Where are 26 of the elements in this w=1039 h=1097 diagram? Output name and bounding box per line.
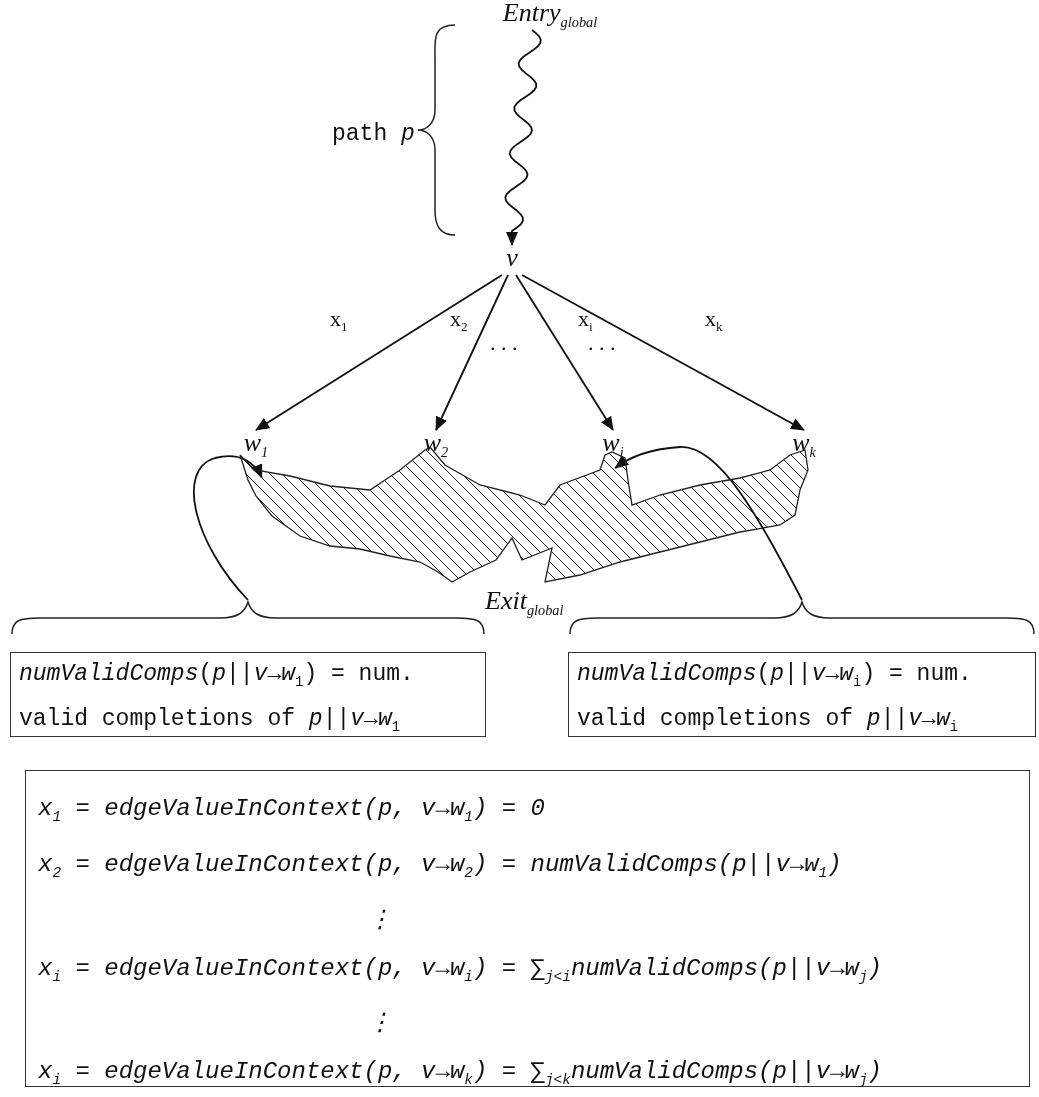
wavy-arrow	[504, 29, 542, 246]
equation-box	[25, 770, 1030, 1087]
ellipsis: ⋮	[368, 906, 392, 934]
arrow	[515, 274, 614, 431]
arrow	[435, 274, 509, 431]
equation: x$_{2}$ = edgeValueInContext(p, v→w$_{2}$) = numValidComps(p||v→w$_{1}$)	[38, 850, 842, 878]
arrow	[521, 274, 805, 431]
vertex-label: w$_{2}$	[420, 430, 452, 460]
vertex-label: w$_{k}$	[788, 430, 820, 460]
edge-label: x$_{1}$	[330, 306, 348, 336]
ellipsis: ⋮	[368, 1010, 392, 1038]
equation: x$_{1}$ = edgeValueInContext(p, v→w$_{1}$) = 0	[38, 795, 545, 822]
entry-label: Entry$_{global}$	[495, 0, 605, 30]
definition-text: numValidComps(p||v→w$_{i}$) = num. valid completions of p||v→w$_{i}$	[577, 661, 972, 732]
vertex-label: v	[502, 245, 522, 275]
brace-label: path p	[332, 120, 415, 149]
exit-label: Exit$_{global}$	[485, 588, 564, 618]
vertex-label: w$_{1}$	[240, 430, 272, 460]
equation: x$_{i}$ = edgeValueInContext(p, v→w$_{i}$) = ∑$_{j<i}$numValidComps(p||v→w$_{j}$)	[38, 954, 882, 982]
edge-label: x$_{k}$	[705, 306, 723, 336]
arrow	[255, 274, 503, 431]
definition-text: numValidComps(p||v→w$_{1}$) = num. valid completions of p||v→w$_{1}$	[19, 661, 414, 732]
ellipsis: . . .	[490, 330, 518, 356]
equation: x$_{i}$ = edgeValueInContext(p, v→w$_{k}$) = ∑$_{j<k}$numValidComps(p||v→w$_{j}$)	[38, 1058, 882, 1086]
arrow	[193, 455, 263, 601]
edge-label: x$_{2}$	[450, 306, 468, 336]
